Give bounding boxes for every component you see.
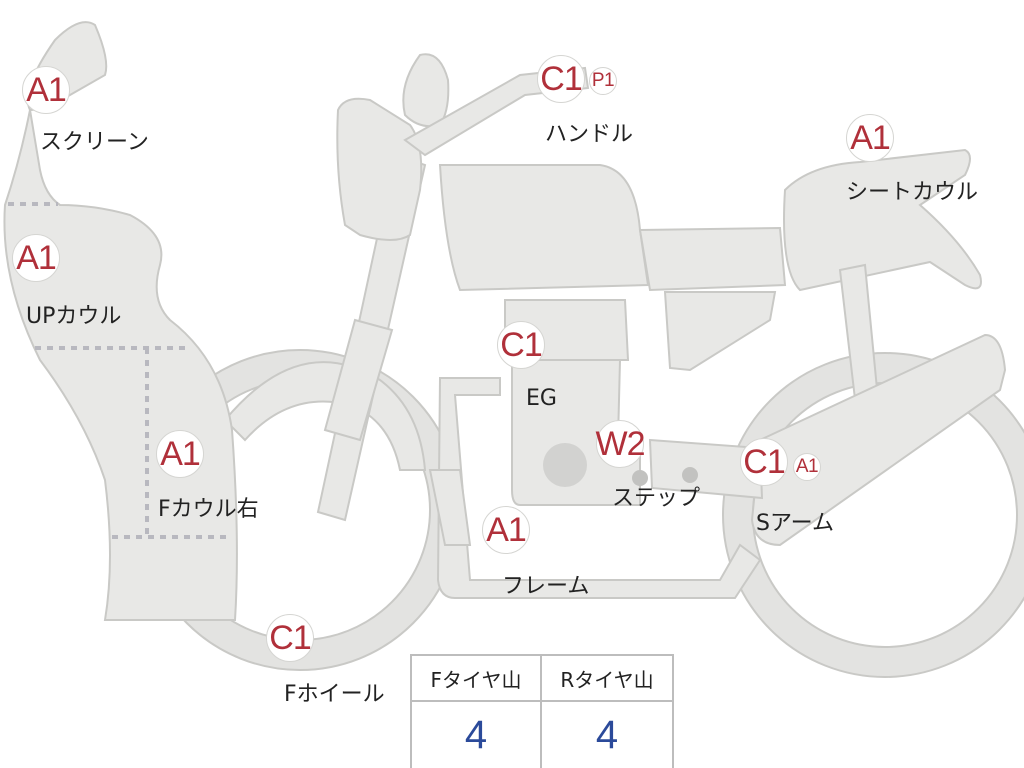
f-wheel-label: Fホイール (284, 682, 385, 707)
step-grade-badge: W2 (596, 420, 646, 468)
handle-grade-badge: C1 (537, 55, 585, 103)
rear-tire-value: 4 (595, 712, 619, 757)
front-tire-header: Fタイヤ山 (412, 656, 542, 702)
handle-sub-grade-badge: P1 (589, 67, 617, 95)
frame-label: フレーム (502, 574, 590, 599)
s-arm-sub-grade-badge: A1 (793, 453, 821, 481)
s-arm-label: Sアーム (756, 511, 834, 536)
handle-label: ハンドル (545, 122, 634, 147)
front-cowl (3, 109, 238, 621)
step-label: ステップ (612, 486, 701, 511)
side-cover (638, 226, 787, 292)
f-cowl-right-grade-badge: A1 (156, 430, 204, 478)
headlight (336, 97, 423, 241)
swing-arm (750, 333, 1007, 547)
front-tire-value: 4 (412, 702, 542, 768)
f-cowl-right-label: Fカウル右 (158, 497, 259, 522)
frame-tube (436, 377, 762, 599)
up-cowl-label: UPカウル (26, 304, 122, 329)
seat-cowl-label: シートカウル (846, 180, 979, 205)
tire-tread-table: Fタイヤ山 Rタイヤ山 4 4 (410, 654, 674, 768)
rear-tire-header: Rタイヤ山 (542, 656, 672, 702)
mirror (402, 53, 450, 128)
seat-cowl-grade-badge: A1 (846, 114, 894, 162)
fuel-tank (438, 164, 650, 292)
seat-cowl (783, 148, 982, 292)
screen-grade-badge: A1 (22, 66, 70, 114)
engine-grade-badge: C1 (497, 321, 545, 369)
s-arm-grade-badge: C1 (740, 438, 788, 486)
screen-label: スクリーン (40, 130, 149, 155)
up-cowl-grade-badge: A1 (12, 234, 60, 282)
engine-label: EG (526, 386, 557, 411)
f-wheel-grade-badge: C1 (266, 614, 314, 662)
rear-wheel (723, 353, 1024, 677)
frame-grade-badge: A1 (482, 506, 530, 554)
